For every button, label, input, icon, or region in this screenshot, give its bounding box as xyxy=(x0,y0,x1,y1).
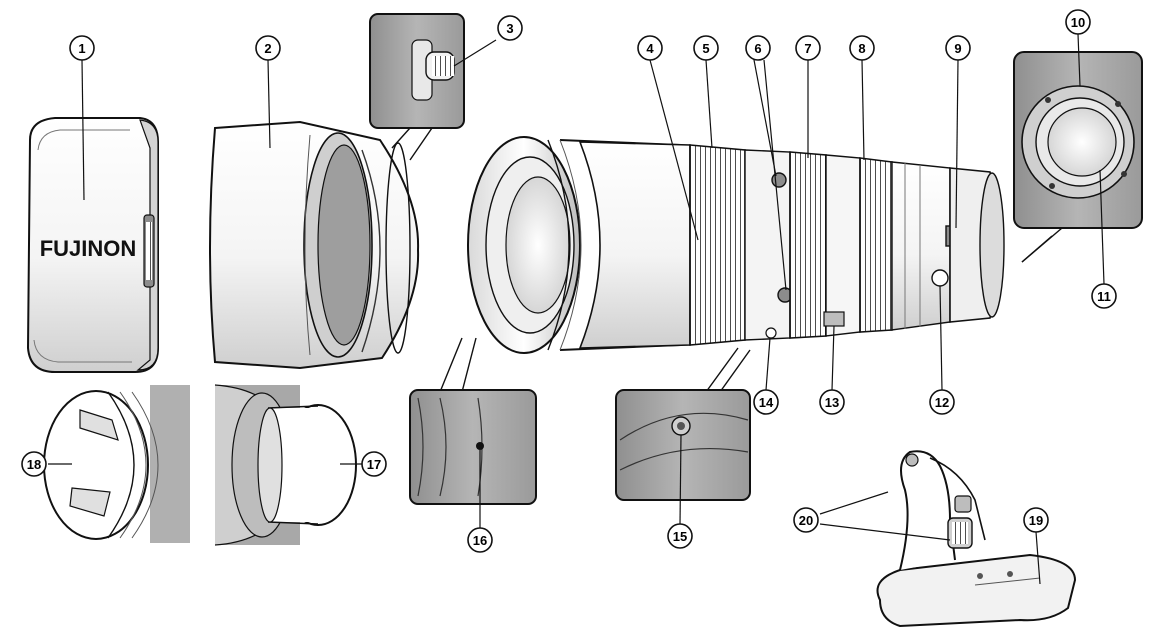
callout-15-label: 15 xyxy=(673,529,687,544)
index-mark-detail xyxy=(409,337,537,505)
callout-7-label: 7 xyxy=(804,41,811,56)
callout-11-label: 11 xyxy=(1097,289,1111,304)
callout-16-label: 16 xyxy=(473,533,487,548)
callout-16: 16 xyxy=(467,527,493,553)
callout-15: 15 xyxy=(667,523,693,549)
callout-10: 10 xyxy=(1065,9,1091,35)
hood-screw-detail xyxy=(369,13,497,161)
brand-label: FUJINON xyxy=(40,236,137,261)
callout-18: 18 xyxy=(21,451,47,477)
callout-11: 11 xyxy=(1091,283,1117,309)
callout-20: 20 xyxy=(793,507,819,533)
callout-14-label: 14 xyxy=(759,395,774,410)
callout-4-label: 4 xyxy=(646,41,654,56)
callout-13-label: 13 xyxy=(825,395,839,410)
callout-8: 8 xyxy=(849,35,875,61)
lens-support xyxy=(819,450,1077,628)
callout-3: 3 xyxy=(497,15,523,41)
main-lens xyxy=(467,136,1005,354)
callout-17: 17 xyxy=(361,451,387,477)
callout-9: 9 xyxy=(945,35,971,61)
callout-5-label: 5 xyxy=(702,41,709,56)
callout-1: 1 xyxy=(69,35,95,61)
rear-cap-detail xyxy=(214,384,357,546)
callout-9-label: 9 xyxy=(954,41,961,56)
callout-5: 5 xyxy=(693,35,719,61)
front-hood-cap: FUJINON xyxy=(26,117,159,373)
support-hole-detail xyxy=(615,347,751,501)
callout-2: 2 xyxy=(255,35,281,61)
callout-14: 14 xyxy=(753,389,779,415)
callout-12-label: 12 xyxy=(935,395,949,410)
callout-markers: 1 2 3 4 5 6 7 8 9 10 11 12 13 14 15 16 1… xyxy=(21,9,1117,553)
callout-1-label: 1 xyxy=(78,41,85,56)
leader-lines xyxy=(48,33,1081,585)
callout-4: 4 xyxy=(637,35,663,61)
callout-10-label: 10 xyxy=(1071,15,1085,30)
callout-19: 19 xyxy=(1023,507,1049,533)
callout-6: 6 xyxy=(745,35,771,61)
lens-hood xyxy=(209,120,420,370)
callout-13: 13 xyxy=(819,389,845,415)
callout-19-label: 19 xyxy=(1029,513,1043,528)
callout-6-label: 6 xyxy=(754,41,761,56)
callout-18-label: 18 xyxy=(27,457,41,472)
callout-3-label: 3 xyxy=(506,21,513,36)
lens-mount-detail xyxy=(1013,51,1143,285)
callout-2-label: 2 xyxy=(264,41,271,56)
callout-20-label: 20 xyxy=(799,513,813,528)
callout-12: 12 xyxy=(929,389,955,415)
callout-8-label: 8 xyxy=(858,41,865,56)
callout-7: 7 xyxy=(795,35,821,61)
callout-17-label: 17 xyxy=(367,457,381,472)
